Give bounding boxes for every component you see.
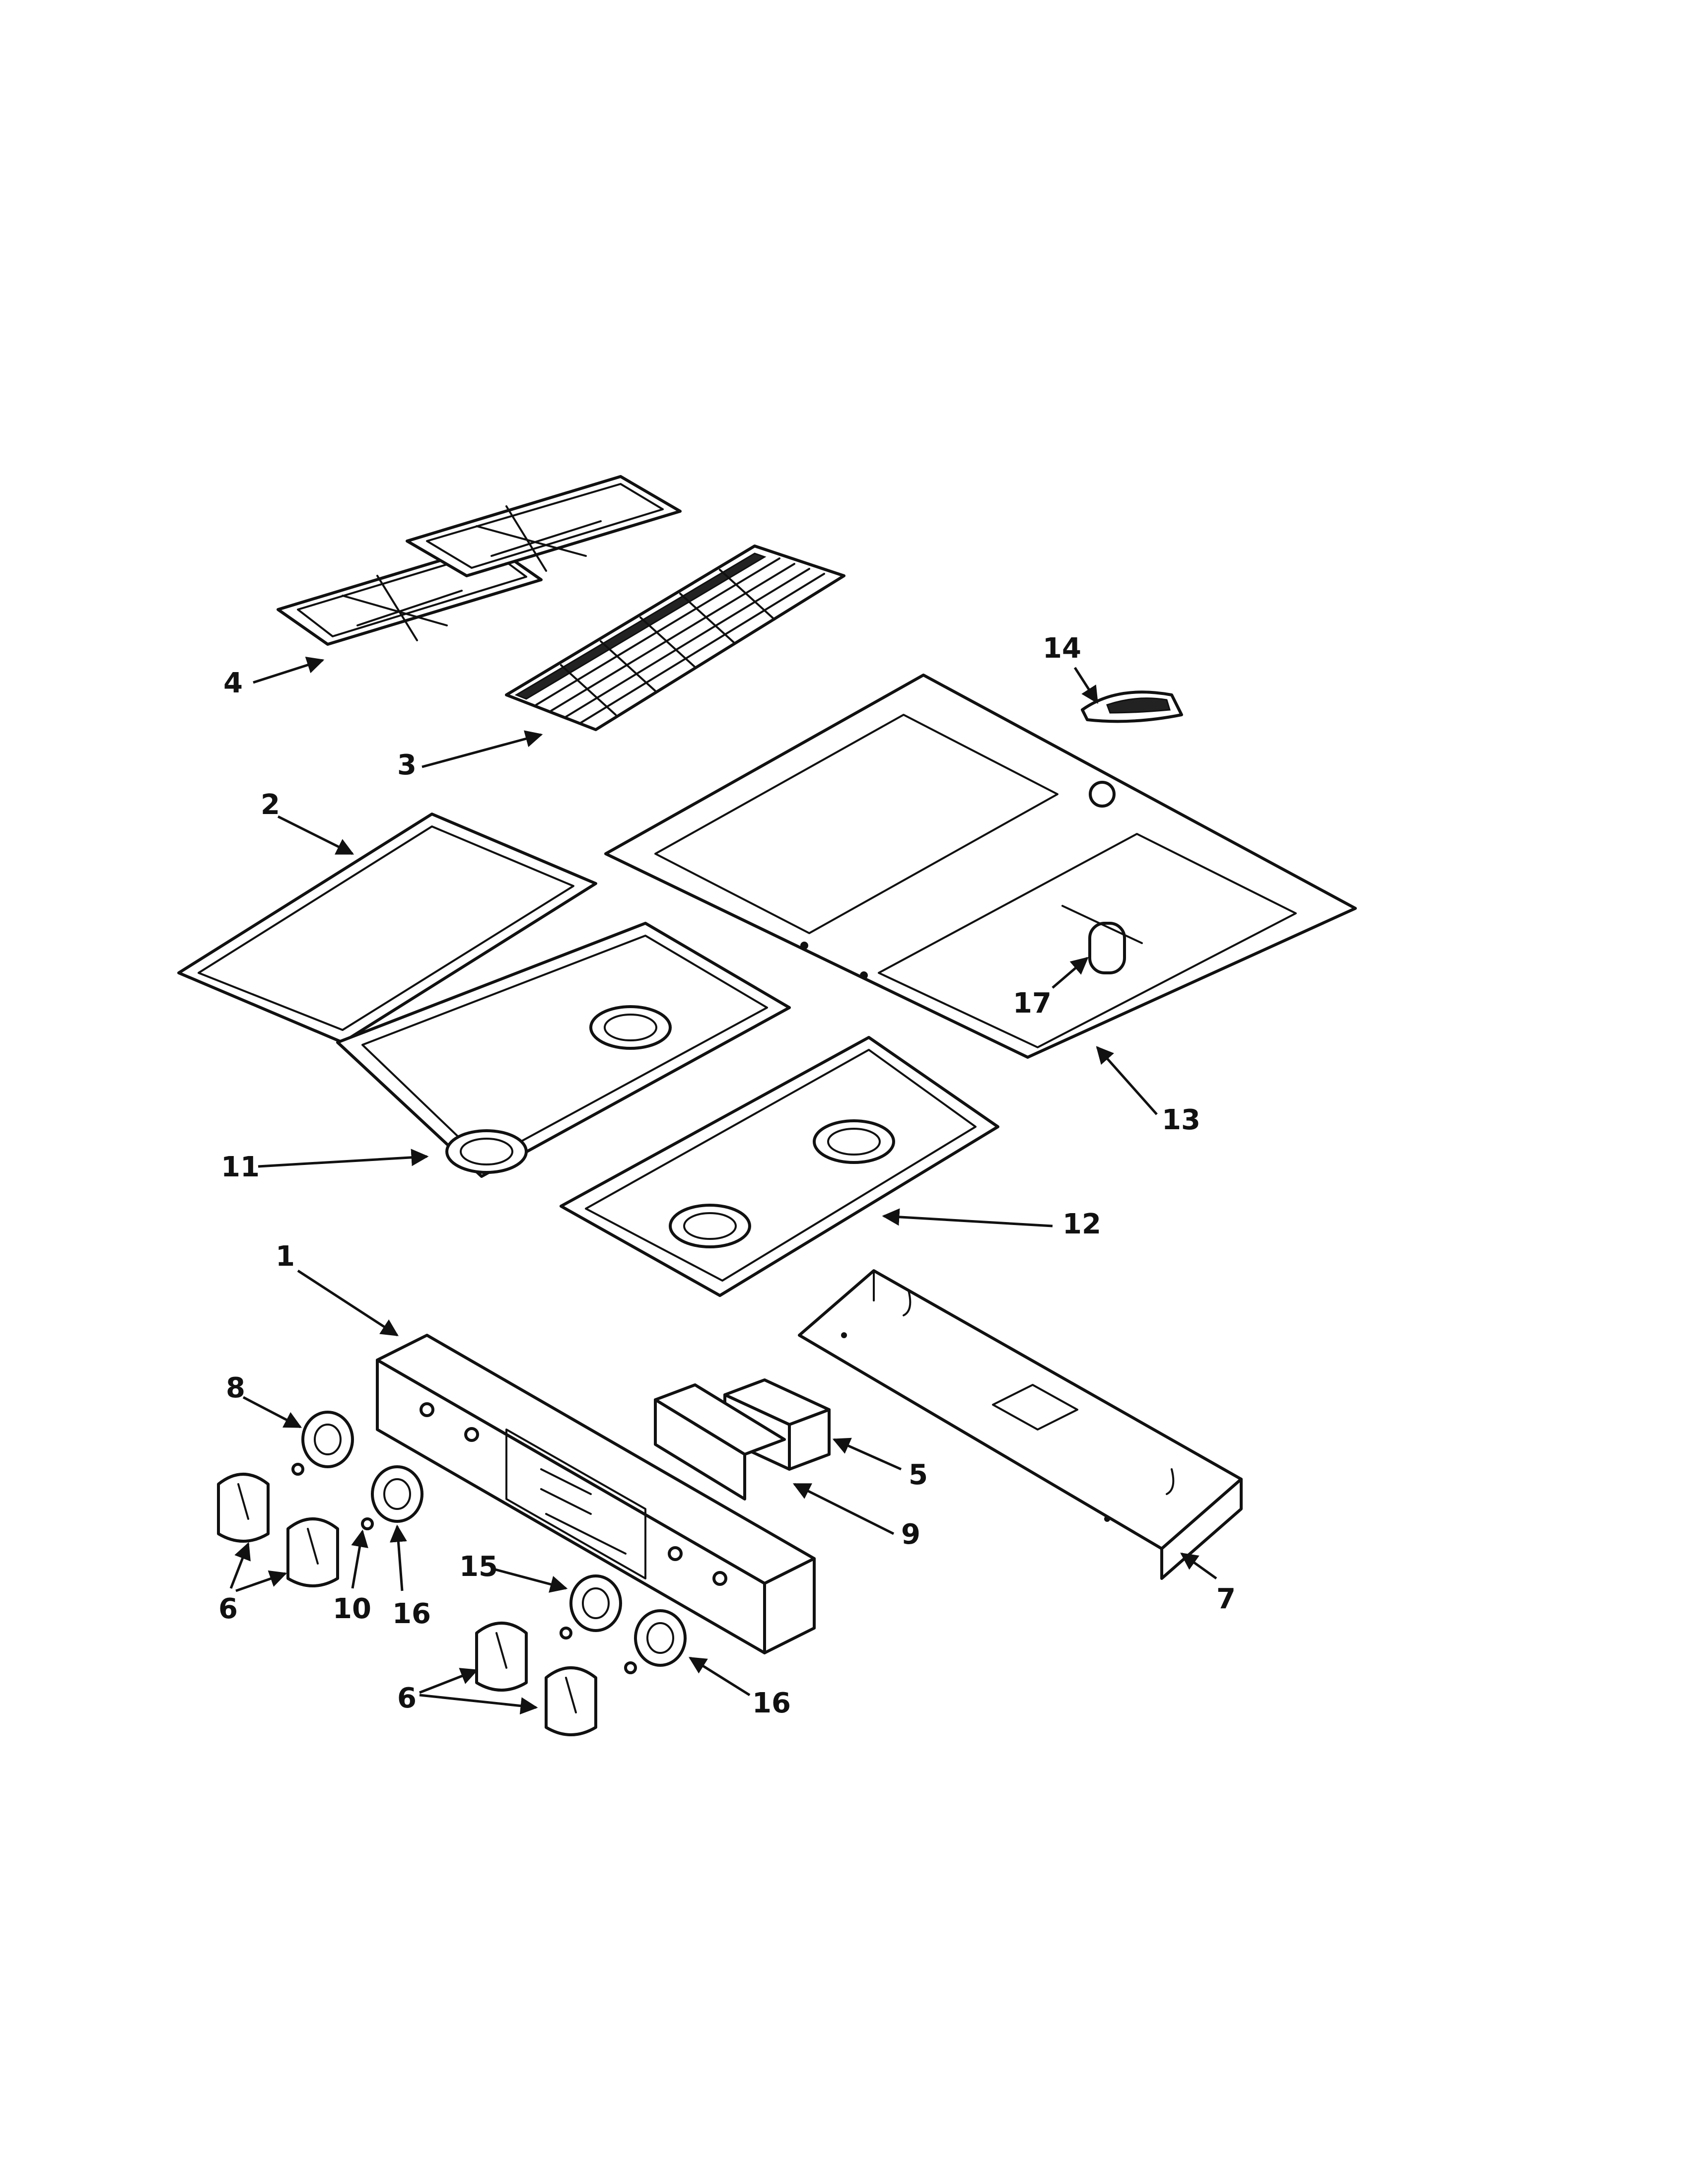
callout-12: 12 <box>1062 1208 1101 1240</box>
bezel-part-15[interactable] <box>569 1574 622 1632</box>
grill-frame-part-2[interactable] <box>177 813 597 1044</box>
callout-2: 2 <box>261 789 280 821</box>
callout-11: 11 <box>221 1151 260 1183</box>
callout-13: 13 <box>1162 1104 1200 1136</box>
callout-1: 1 <box>276 1240 295 1273</box>
cooktop-top-part-13[interactable] <box>604 674 1357 1059</box>
bracket-part-9[interactable] <box>654 1383 786 1501</box>
callout-5: 5 <box>909 1459 928 1491</box>
burner-pan-right-part-12[interactable] <box>560 1036 999 1297</box>
burner-pan-left-part-11[interactable] <box>336 922 791 1178</box>
screw-part-10[interactable] <box>291 1463 637 1674</box>
callout-8: 8 <box>226 1372 245 1404</box>
callout-4: 4 <box>223 667 243 699</box>
vent-grille-part-14[interactable] <box>1081 690 1183 723</box>
callout-6-right: 6 <box>397 1682 417 1714</box>
callout-9: 9 <box>901 1518 920 1551</box>
knob-part-6-b[interactable] <box>286 1517 339 1587</box>
callout-15: 15 <box>459 1551 498 1583</box>
callout-10: 10 <box>333 1593 371 1625</box>
bezel-part-8[interactable] <box>301 1411 354 1468</box>
grill-grate-part-3[interactable] <box>505 545 845 731</box>
callout-labels: 1 2 3 4 5 6 6 7 8 9 10 11 12 13 14 15 16… <box>218 632 1236 1719</box>
switch-part-17[interactable] <box>1061 905 1143 974</box>
callout-3: 3 <box>397 749 417 781</box>
bezel-part-16-a[interactable] <box>371 1465 423 1523</box>
bezel-part-16-b[interactable] <box>634 1609 687 1667</box>
burner-grates-part-4[interactable] <box>277 475 682 646</box>
rear-channel-part-7[interactable] <box>798 1269 1243 1580</box>
callout-6-left: 6 <box>218 1593 238 1625</box>
callout-17: 17 <box>1013 987 1052 1020</box>
callout-7: 7 <box>1216 1583 1236 1615</box>
callout-14: 14 <box>1043 632 1081 665</box>
knob-part-6-a[interactable] <box>217 1473 270 1543</box>
callout-16-right: 16 <box>752 1687 791 1719</box>
knob-part-6-d[interactable] <box>545 1666 597 1736</box>
control-panel-part-1[interactable] <box>376 1334 816 1654</box>
leader-lines <box>229 656 1217 1715</box>
knob-part-6-c[interactable] <box>475 1622 528 1692</box>
callout-16-left: 16 <box>392 1598 431 1630</box>
